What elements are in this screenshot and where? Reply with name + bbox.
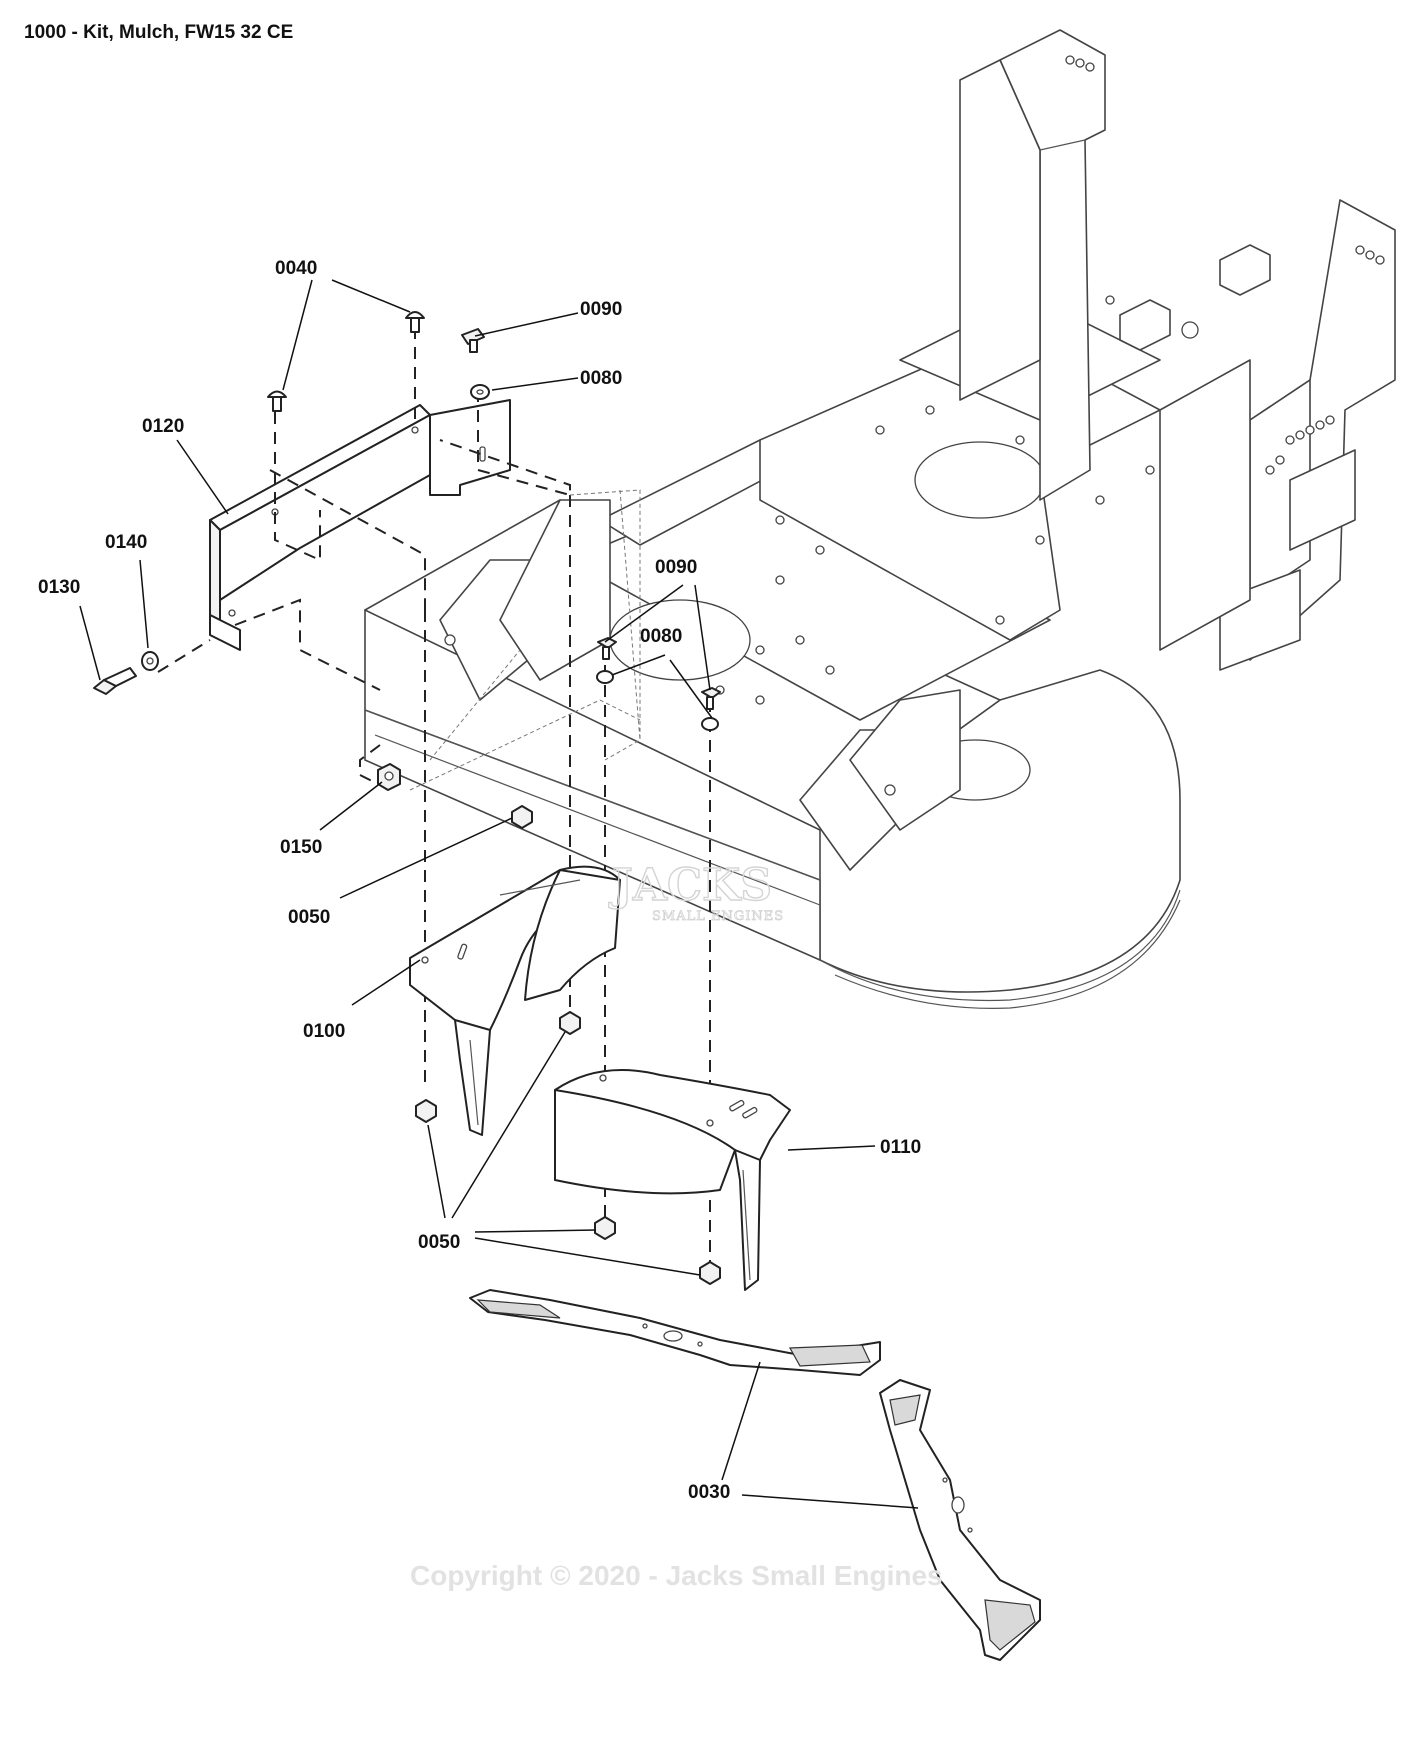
- fastener-0040-bolts: [267, 311, 425, 412]
- part-0100-baffle: [409, 865, 621, 1136]
- callout-0110: 0110: [880, 1137, 921, 1158]
- callout-0030: 0030: [688, 1482, 730, 1503]
- callout-0050-lower: 0050: [418, 1232, 460, 1253]
- diagram-title: 1000 - Kit, Mulch, FW15 32 CE: [24, 22, 294, 43]
- watermark-logo: JACKS SMALL ENGINES: [607, 859, 784, 924]
- callout-0100: 0100: [303, 1021, 345, 1042]
- callout-0050-upper: 0050: [288, 907, 330, 928]
- callout-0140: 0140: [105, 532, 147, 553]
- nuts-0050: [415, 805, 721, 1285]
- copyright-watermark: Copyright © 2020 - Jacks Small Engines: [410, 1560, 943, 1591]
- bolt-0090-mid: [597, 637, 721, 710]
- watermark-sub: SMALL ENGINES: [652, 909, 784, 924]
- mower-deck-frame: [364, 29, 1396, 1009]
- part-0110-baffle: [554, 1069, 791, 1291]
- part-0030-blade-1: [469, 1289, 881, 1376]
- fastener-0090-top: [461, 328, 485, 353]
- callout-0150: 0150: [280, 837, 322, 858]
- washer-0080-top: [470, 384, 490, 400]
- callout-0040: 0040: [275, 258, 317, 279]
- callout-0090-top: 0090: [580, 299, 622, 320]
- leader-lines: [79, 279, 919, 1509]
- callout-0080-mid: 0080: [640, 626, 682, 647]
- washer-0140: [141, 651, 159, 671]
- part-0030-blade-2: [879, 1379, 1041, 1661]
- bolt-0130: [93, 667, 137, 695]
- watermark-brand: JACKS: [608, 860, 772, 911]
- washer-0080-mid: [596, 670, 719, 731]
- callout-0090-mid: 0090: [655, 557, 697, 578]
- callout-0130: 0130: [38, 577, 80, 598]
- callout-0080-top: 0080: [580, 368, 622, 389]
- callout-0120: 0120: [142, 416, 184, 437]
- part-0120-bracket: [209, 399, 511, 651]
- nut-0150: [377, 763, 401, 791]
